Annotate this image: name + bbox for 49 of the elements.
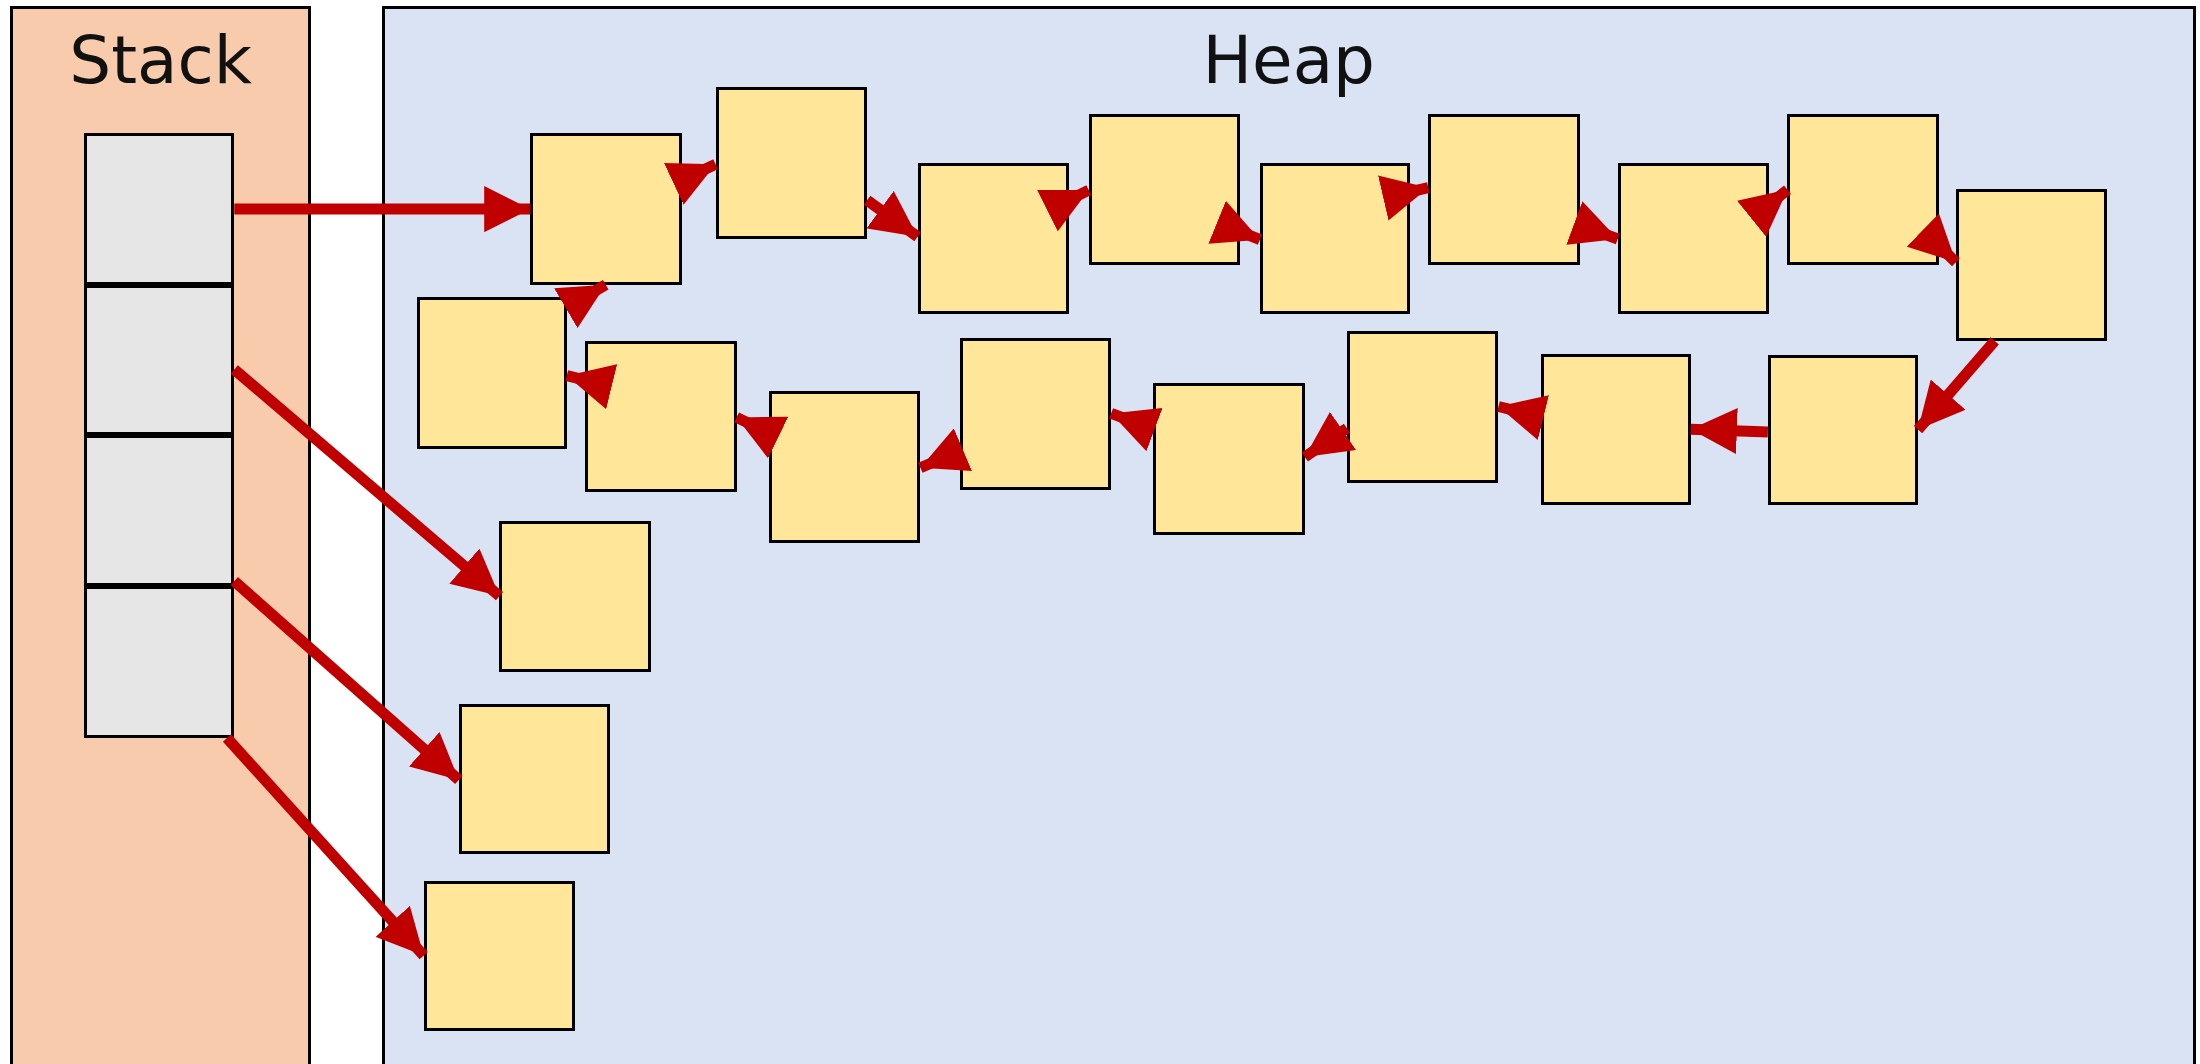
- arrow: [918, 428, 972, 473]
- arrow: [1906, 213, 1960, 267]
- arrow: [1109, 407, 1163, 452]
- arrow: [230, 577, 463, 784]
- heap-object-box: [1259, 162, 1411, 315]
- heap-object-box: [530, 133, 682, 285]
- heap-object-box: [499, 520, 651, 673]
- heap-object-box: [416, 297, 567, 449]
- heap-object-box: [768, 391, 921, 543]
- arrow: [734, 412, 789, 459]
- heap-object-box: [1428, 113, 1580, 266]
- arrow: [1913, 337, 1999, 434]
- arrow: [222, 734, 428, 960]
- arrow: [1301, 411, 1356, 462]
- heap-object-box: [1787, 113, 1939, 266]
- heap-object-box: [423, 881, 576, 1032]
- heap-object-box: [585, 340, 737, 493]
- heap-object-box: [917, 162, 1070, 315]
- arrow: [1037, 185, 1092, 232]
- heap-object-box: [959, 338, 1112, 490]
- arrow: [1378, 175, 1430, 221]
- heap-object-box: [1088, 113, 1241, 266]
- heap-panel: [381, 5, 2196, 1064]
- arrow: [554, 280, 609, 329]
- arrow: [1566, 201, 1620, 245]
- panel-title: Stack: [69, 22, 252, 99]
- heap-object-box: [458, 704, 611, 855]
- stack-cell: [84, 434, 235, 587]
- heap-object-box: [1617, 162, 1770, 315]
- arrow: [1690, 407, 1769, 455]
- panel-title: Heap: [1202, 22, 1375, 99]
- arrow: [1497, 395, 1549, 440]
- stack-panel: [9, 5, 312, 1064]
- stack-cell: [84, 133, 235, 285]
- arrow: [230, 365, 504, 601]
- heap-object-box: [1346, 331, 1499, 483]
- arrow: [1737, 185, 1791, 237]
- stack-cell: [84, 284, 235, 435]
- heap-object-box: [1540, 353, 1691, 506]
- heap-object-box: [1955, 189, 2108, 341]
- arrow: [663, 159, 718, 205]
- heap-object-box: [1153, 383, 1305, 535]
- arrow: [1208, 200, 1262, 245]
- arrow: [565, 364, 618, 410]
- heap-object-box: [1767, 354, 1918, 506]
- arrow: [234, 186, 531, 233]
- heap-object-box: [715, 87, 868, 239]
- arrow: [863, 190, 921, 242]
- stack-cell: [84, 586, 235, 738]
